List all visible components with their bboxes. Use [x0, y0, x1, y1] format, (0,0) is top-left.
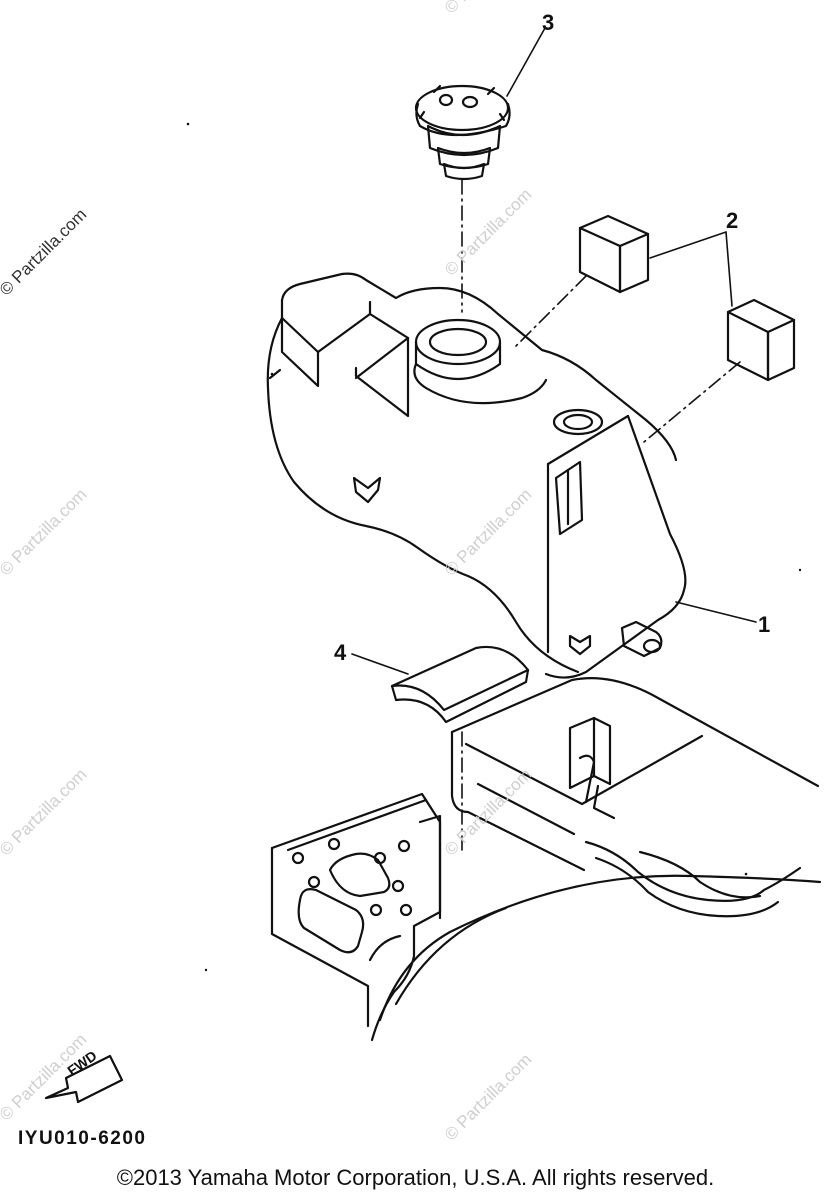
fuel-tank [266, 272, 687, 679]
copyright-notice: ©2013 Yamaha Motor Corporation, U.S.A. A… [116, 1165, 715, 1190]
part-code: IYU010-6200 [18, 1128, 147, 1149]
fuel-cap [414, 84, 511, 181]
damper-pad [578, 214, 650, 294]
fwd-arrow-icon [44, 1054, 124, 1104]
frame [270, 677, 822, 1042]
heat-shield [390, 645, 530, 724]
callout-2: 2 [726, 208, 739, 233]
callout-1: 1 [758, 612, 771, 637]
callout-3: 3 [542, 10, 555, 35]
damper-pad [726, 298, 796, 382]
leader-lines [351, 27, 757, 851]
callout-4: 4 [334, 640, 347, 665]
speck-dots [186, 122, 802, 972]
